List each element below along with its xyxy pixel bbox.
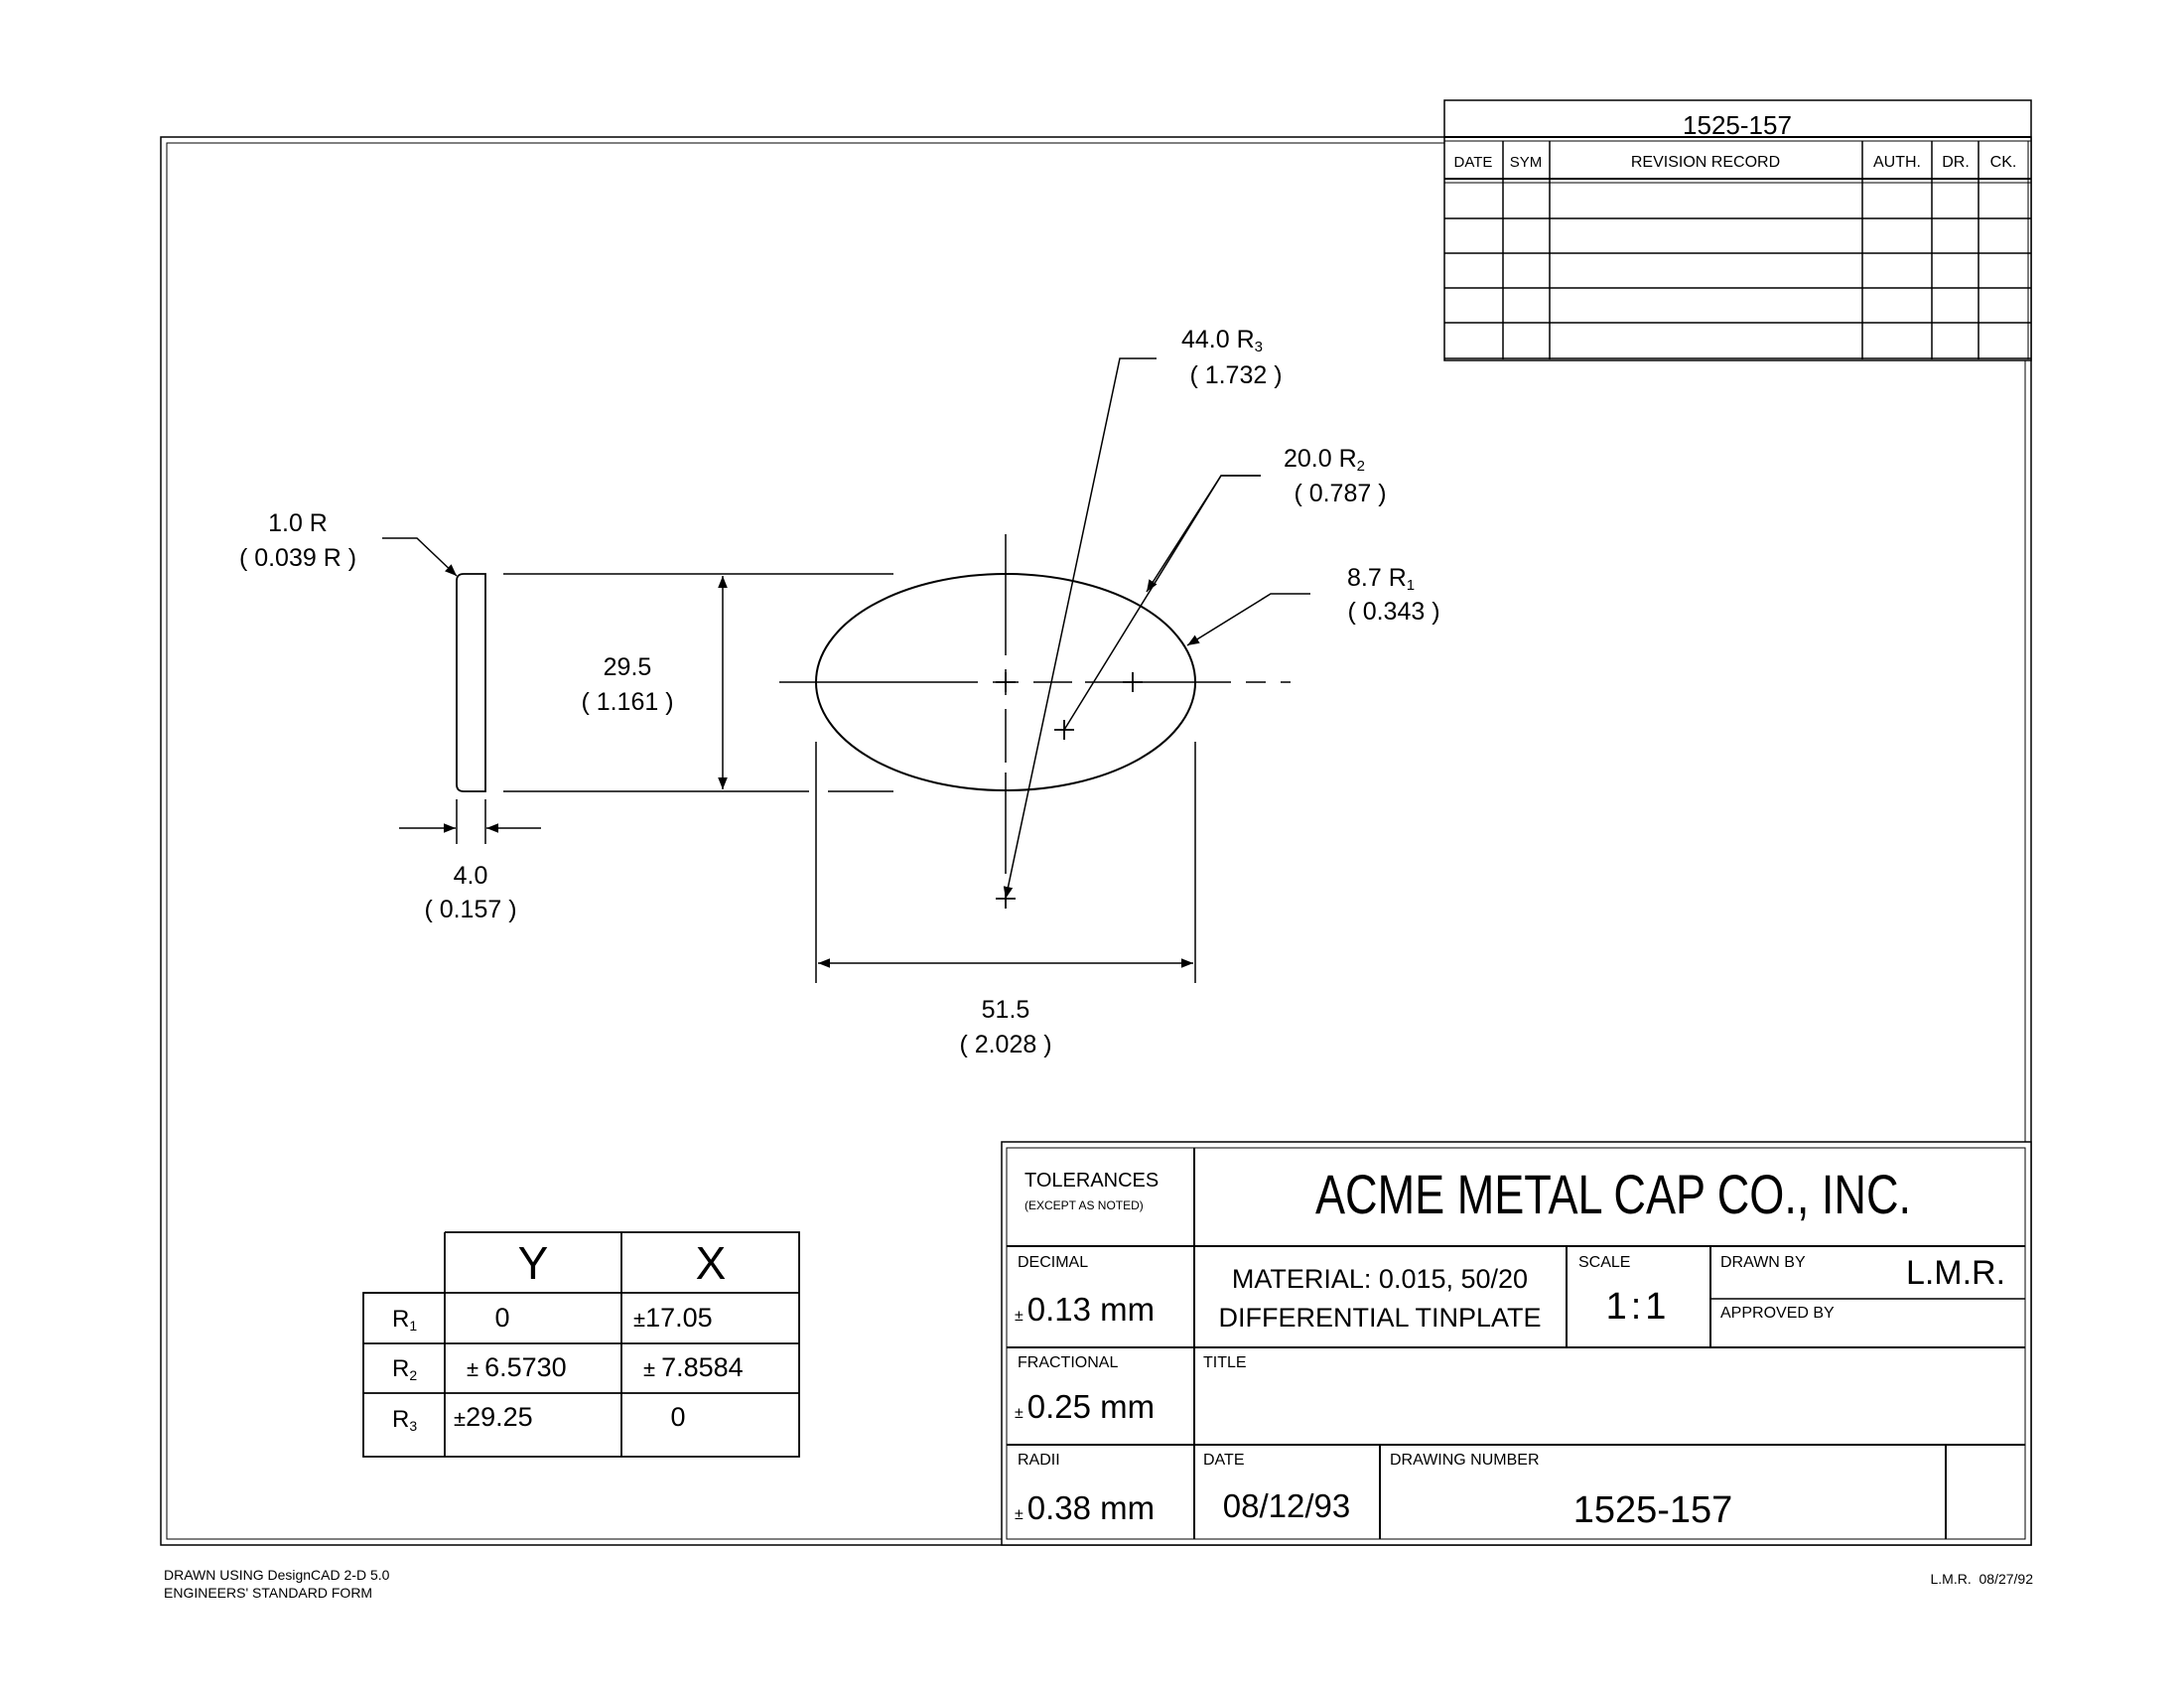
dim-r1-value: 8.7 R1 [1347,564,1415,594]
coordinate-table [362,1231,800,1458]
tb-approved-by-label: APPROVED BY [1720,1305,1835,1322]
revision-block [1443,99,2032,361]
dim-r3-value: 44.0 R3 [1181,326,1263,355]
tb-decimal-value: ±0.13 mm [1015,1291,1155,1328]
thickness-dimension [399,799,541,844]
dim-edge-radius-value: 1.0 R [268,509,328,537]
coord-row-r2-x: ±7.8584 [643,1352,744,1382]
leader-r2 [1063,475,1261,731]
tb-tolerances-label: TOLERANCES [1024,1170,1159,1192]
tb-decimal-label: DECIMAL [1018,1254,1088,1271]
width-extension-lines [815,742,1196,983]
dim-height-inch: ( 1.161 ) [581,688,673,716]
revision-header-ck: CK. [1990,154,2017,171]
footer-software-line: DRAWN USING DesignCAD 2-D 5.0 [164,1567,390,1583]
dim-r1-inch: ( 0.343 ) [1347,598,1439,626]
title-block [1001,1141,2032,1546]
tb-material-line2: DIFFERENTIAL TINPLATE [1218,1303,1541,1333]
tb-radii-label: RADII [1018,1452,1060,1469]
coord-col-x: X [696,1237,727,1289]
dim-r3-inch: ( 1.732 ) [1189,361,1282,389]
dim-thickness-inch: ( 0.157 ) [424,896,516,923]
dim-edge-radius-inch: ( 0.039 R ) [239,544,356,572]
revision-header-record: REVISION RECORD [1631,154,1780,171]
cap-side-view [456,573,486,792]
tb-fractional-label: FRACTIONAL [1018,1354,1118,1371]
dim-width-value: 51.5 [982,996,1030,1024]
leader-r1 [1186,593,1310,646]
coord-row-r3-label: R3 [392,1406,417,1434]
coord-row-r1-y: 0 [494,1303,509,1333]
revision-header-dr: DR. [1942,154,1970,171]
tb-tolerances-note: (EXCEPT AS NOTED) [1024,1198,1144,1212]
dim-thickness-value: 4.0 [454,862,488,890]
coord-row-r3-y: ±29.25 [454,1402,533,1432]
coord-row-r1-label: R1 [392,1306,417,1334]
dim-r2-inch: ( 0.787 ) [1294,480,1386,507]
revision-header-auth: AUTH. [1873,154,1921,171]
footer-form-line: ENGINEERS' STANDARD FORM [164,1585,372,1601]
revision-drawing-ref: 1525-157 [1683,110,1792,140]
tb-drawn-by-label: DRAWN BY [1720,1254,1806,1271]
leader-edge-radius [382,537,458,577]
leader-r3 [1003,357,1157,900]
revision-header-date: DATE [1454,154,1493,171]
leader-r2-arrow [1146,475,1261,593]
tb-date-value: 08/12/93 [1223,1487,1350,1524]
dim-width-inch: ( 2.028 ) [959,1031,1051,1058]
tb-date-label: DATE [1203,1452,1244,1469]
tb-drawn-by-value: L.M.R. [1906,1254,2005,1292]
tb-title-label: TITLE [1203,1354,1247,1371]
coord-col-y: Y [518,1237,549,1289]
tb-drawing-number-label: DRAWING NUMBER [1390,1452,1540,1469]
dim-height-value: 29.5 [604,653,652,681]
height-extension-lines [503,573,893,792]
tb-fractional-value: ±0.25 mm [1015,1388,1155,1425]
revision-header-sym: SYM [1510,154,1543,171]
coord-row-r1-x: ±17.05 [633,1303,713,1333]
dim-r2-value: 20.0 R2 [1284,445,1365,475]
coord-row-r3-x: 0 [670,1402,685,1432]
tb-scale-label: SCALE [1578,1254,1630,1271]
leader-lines [382,357,1310,900]
tb-drawing-number-value: 1525-157 [1573,1489,1733,1531]
centerlines [779,534,1291,874]
tb-company-name: ACME METAL CAP CO., INC. [1315,1163,1911,1225]
coord-row-r2-y: ±6.5730 [467,1352,567,1382]
tb-material-line1: MATERIAL: 0.015, 50/20 [1232,1264,1528,1294]
footer-initials-date: L.M.R. 08/27/92 [1930,1571,2033,1587]
coord-row-r2-label: R2 [392,1355,417,1383]
tb-scale-value: 1:1 [1606,1286,1671,1328]
tb-radii-value: ±0.38 mm [1015,1489,1155,1526]
